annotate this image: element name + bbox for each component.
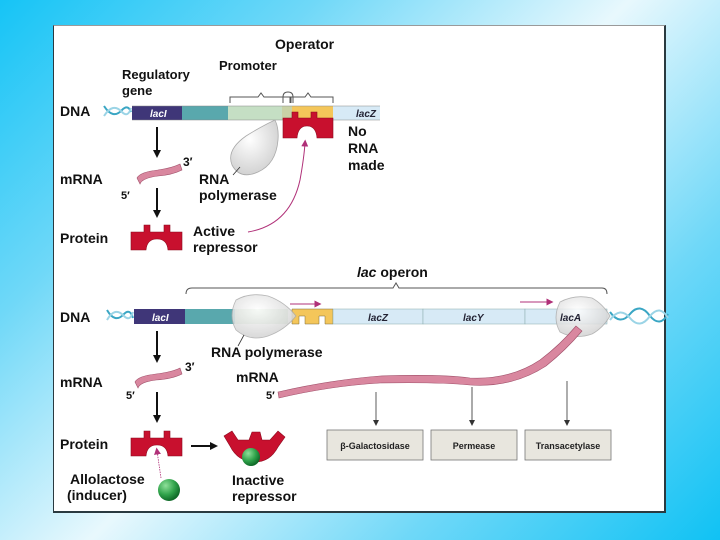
protein-label-bottom: Protein [60, 436, 108, 452]
polycistronic-mrna [277, 325, 583, 399]
allolactose-label-1: Allolactose [70, 471, 145, 487]
rna-polymerase-label-top-2: polymerase [199, 187, 277, 203]
laca-label-bottom: lacA [560, 313, 581, 324]
enzyme-box-transacetylase [524, 429, 612, 461]
repressor-binding-arrow [247, 139, 309, 233]
lacy-label-bottom: lacY [463, 313, 485, 324]
no-rna-label-1: No [348, 123, 367, 139]
regulatory-gene-label-1: Regulatory [122, 67, 191, 82]
laci-segment-top [132, 106, 182, 120]
laci-label-bottom: lacI [152, 313, 169, 324]
enzyme-label-transacetylase: Transacetylase [536, 441, 601, 451]
no-rna-label-2: RNA [348, 140, 378, 156]
operator-label: Operator [275, 36, 335, 52]
laci-label-top: lacI [150, 109, 167, 120]
promoter-bracket [229, 92, 291, 103]
mrna-strand-top [136, 163, 183, 185]
enzyme-box-permease [430, 429, 518, 461]
rna-polymerase-label-bottom: RNA polymerase [211, 344, 323, 360]
promoter-segment-top [228, 106, 282, 120]
no-rna-label-3: made [348, 157, 385, 173]
dna-helix-icon [103, 105, 132, 117]
inactive-repressor-protein [223, 430, 286, 463]
overlap-segment-top [282, 106, 292, 120]
five-prime-top: 5′ [121, 190, 130, 202]
three-prime-top: 3′ [183, 155, 193, 169]
allolactose-molecule [158, 479, 180, 501]
lacz-label-top: lacZ [356, 109, 377, 120]
operon-bracket [185, 282, 608, 295]
promoter-label: Promoter [219, 58, 277, 73]
mrna-label-bottom-right: mRNA [236, 369, 279, 385]
five-prime-bottom-right: 5′ [266, 390, 275, 402]
overlap-bracket [282, 91, 294, 103]
mrna-strand-bottom-left [134, 367, 183, 389]
mrna-label-bottom-left: mRNA [60, 374, 103, 390]
bound-inducer [242, 448, 260, 466]
lac-operon-label: lac operon [357, 264, 428, 280]
lacz-segment-top [333, 106, 380, 120]
bottom-panel: lac operon DNA lacI lacZ lacY lacA RNA p… [60, 264, 669, 504]
repressor-protein-bottom [130, 430, 183, 457]
inactive-repressor-label-2: repressor [232, 488, 297, 504]
dna-helix-icon [106, 309, 134, 321]
enzyme-label-permease: Permease [453, 441, 496, 451]
rna-polymerase-end [555, 296, 611, 337]
active-repressor-label-2: repressor [193, 239, 258, 255]
dna-label-bottom: DNA [60, 309, 90, 325]
five-prime-bottom-left: 5′ [126, 390, 135, 402]
dna-helix-icon-right [609, 307, 669, 325]
top-panel: Operator Promoter Regulatory gene DNA la… [60, 36, 385, 255]
spacer-segment-bottom [185, 309, 235, 324]
protein-label-top: Protein [60, 230, 108, 246]
lacz-label-bottom: lacZ [368, 313, 389, 324]
inducer-binding-arrow [154, 447, 162, 479]
rna-polymerase-bottom [231, 294, 297, 339]
laci-segment-bottom [134, 309, 185, 324]
allolactose-label-2: (inducer) [67, 487, 127, 503]
three-prime-bottom: 3′ [185, 360, 195, 374]
spacer-segment-top [182, 106, 228, 120]
active-repressor-protein [130, 224, 183, 251]
operator-bracket [290, 92, 334, 103]
regulatory-gene-label-2: gene [122, 83, 152, 98]
rna-polymerase-top [230, 119, 279, 176]
operator-segment-bottom [291, 308, 334, 325]
mrna-label-top: mRNA [60, 171, 103, 187]
enzyme-box-galactosidase [326, 429, 424, 461]
rna-polymerase-label-top-1: RNA [199, 171, 229, 187]
bound-repressor [282, 111, 334, 139]
enzyme-label-galactosidase: β-Galactosidase [340, 441, 410, 451]
active-repressor-label-1: Active [193, 223, 235, 239]
inactive-repressor-label-1: Inactive [232, 472, 284, 488]
dna-label-top: DNA [60, 103, 90, 119]
